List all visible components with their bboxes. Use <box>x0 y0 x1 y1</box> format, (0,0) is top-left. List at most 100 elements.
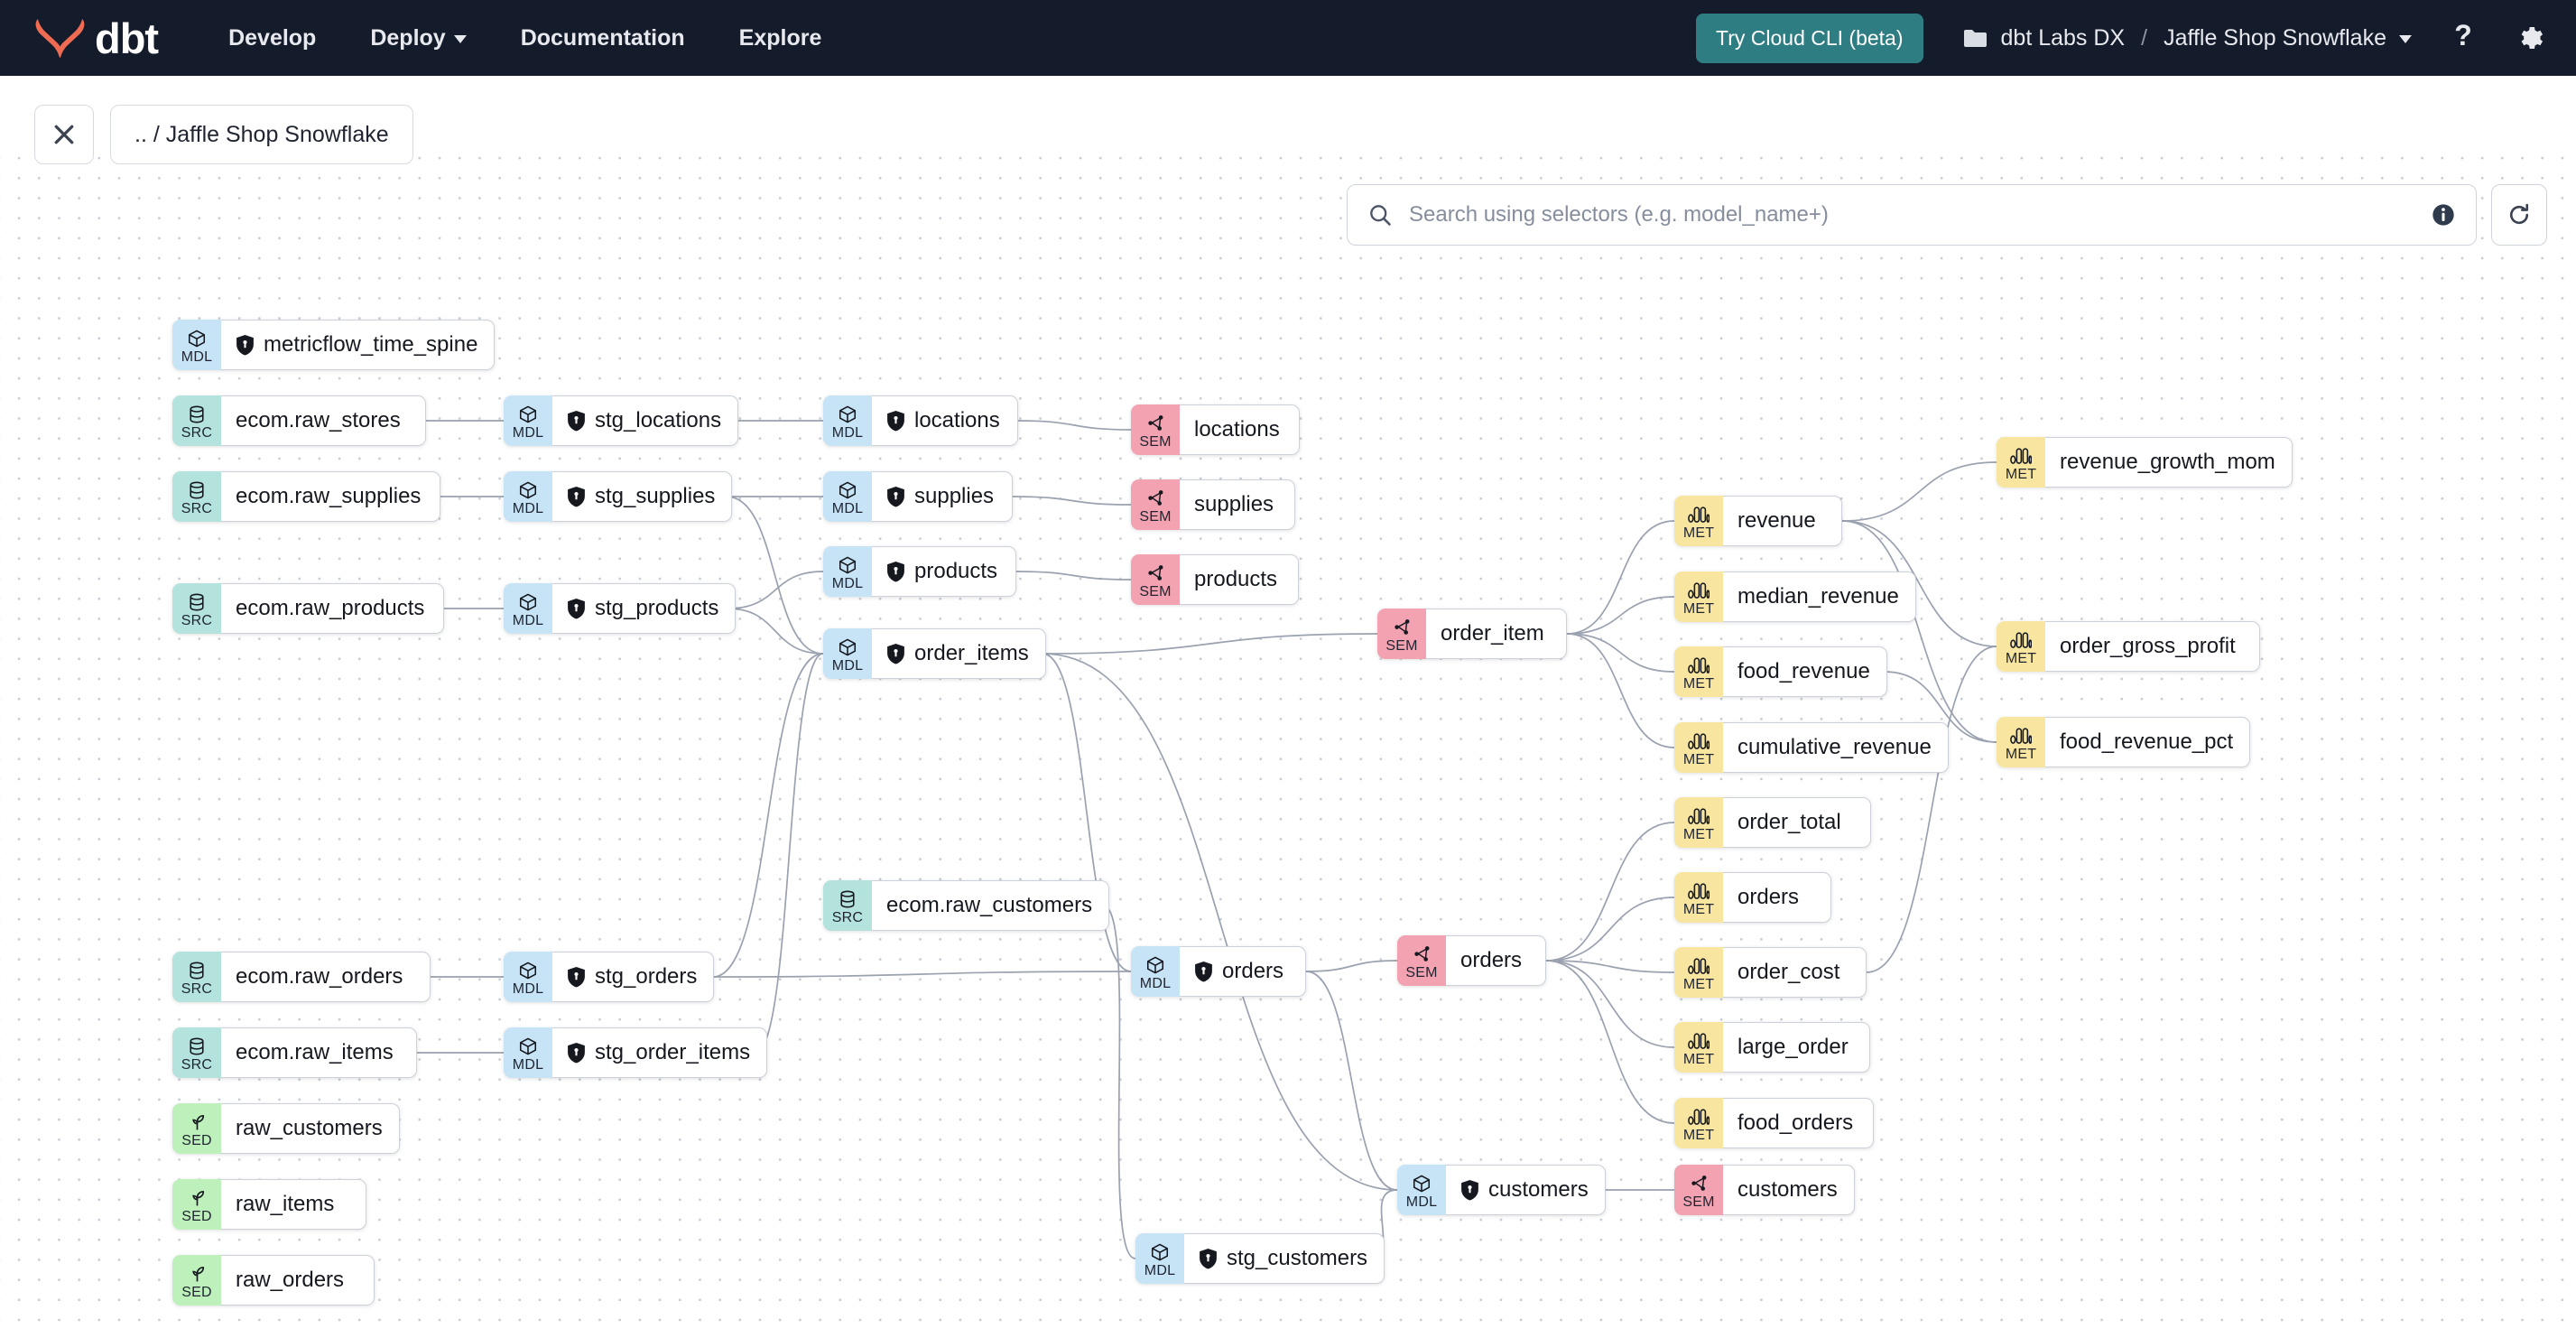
search-input[interactable] <box>1407 201 2431 228</box>
node-body[interactable]: stg_customers <box>1184 1233 1385 1284</box>
node-body[interactable]: locations <box>872 395 1018 446</box>
nav-link-documentation[interactable]: Documentation <box>521 25 685 51</box>
node-body[interactable]: raw_items <box>221 1179 366 1230</box>
node-body[interactable]: raw_customers <box>221 1103 400 1154</box>
node-body[interactable]: order_total <box>1723 797 1871 848</box>
nav-link-documentation-label: Documentation <box>520 24 685 51</box>
try-cloud-cli-button[interactable]: Try Cloud CLI (beta) <box>1696 13 1923 63</box>
lineage-edge <box>1017 420 1132 431</box>
node-body[interactable]: order_items <box>872 628 1046 679</box>
node-body[interactable]: revenue_growth_mom <box>2045 437 2293 488</box>
node-body[interactable]: products <box>1180 554 1299 605</box>
breadcrumb[interactable]: .. / Jaffle Shop Snowflake <box>110 105 413 164</box>
lineage-edge <box>1545 897 1675 962</box>
node-body[interactable]: customers <box>1723 1165 1855 1215</box>
search-bar[interactable] <box>1347 184 2477 246</box>
node-body[interactable]: ecom.raw_stores <box>221 395 426 446</box>
node-body[interactable]: food_revenue_pct <box>2045 717 2251 767</box>
gear-icon[interactable] <box>2515 23 2544 52</box>
node-body[interactable]: supplies <box>1180 479 1295 530</box>
close-button[interactable] <box>34 105 94 164</box>
node-body[interactable]: ecom.raw_products <box>221 583 444 634</box>
question-mark-icon[interactable]: ? <box>2450 23 2477 53</box>
node-type-badge-met: MET <box>1997 437 2045 488</box>
node-body[interactable]: orders <box>1723 872 1831 923</box>
node-body[interactable]: food_orders <box>1723 1098 1874 1148</box>
node-body[interactable]: large_order <box>1723 1022 1870 1073</box>
node-body[interactable]: ecom.raw_orders <box>221 952 431 1002</box>
node-body[interactable]: food_revenue <box>1723 646 1887 697</box>
node-body[interactable]: products <box>872 546 1016 597</box>
node-body[interactable]: customers <box>1446 1165 1606 1215</box>
node-body[interactable]: order_gross_profit <box>2045 621 2260 672</box>
node-body[interactable]: orders <box>1180 946 1306 997</box>
node-body[interactable]: order_cost <box>1723 947 1867 998</box>
node-body[interactable]: cumulative_revenue <box>1723 722 1949 773</box>
info-icon[interactable] <box>2431 202 2456 228</box>
node-body[interactable]: stg_supplies <box>552 471 733 522</box>
node-body[interactable]: revenue <box>1723 496 1842 546</box>
node-body[interactable]: stg_products <box>552 583 737 634</box>
node-body[interactable]: metricflow_time_spine <box>221 320 496 370</box>
node-body[interactable]: stg_locations <box>552 395 739 446</box>
node-body[interactable]: locations <box>1180 404 1300 455</box>
node-body[interactable]: ecom.raw_customers <box>872 880 1110 931</box>
node-body[interactable]: stg_order_items <box>552 1027 768 1078</box>
node-body[interactable]: ecom.raw_items <box>221 1027 417 1078</box>
nav-link-develop[interactable]: Develop <box>228 25 316 51</box>
node-body[interactable]: raw_orders <box>221 1255 375 1305</box>
account-project-breadcrumb[interactable]: dbt Labs DX / Jaffle Shop Snowflake <box>1963 25 2412 51</box>
node-body[interactable]: ecom.raw_supplies <box>221 471 440 522</box>
node-body[interactable]: order_item <box>1426 609 1567 659</box>
node-body[interactable]: stg_orders <box>552 952 715 1002</box>
node-body[interactable]: median_revenue <box>1723 571 1916 622</box>
refresh-button[interactable] <box>2491 184 2547 246</box>
node-body[interactable]: supplies <box>872 471 1013 522</box>
nav-link-deploy[interactable]: Deploy <box>370 25 467 51</box>
dbt-logo[interactable]: dbt <box>32 16 159 60</box>
node-body[interactable]: orders <box>1446 935 1546 986</box>
nav-link-explore[interactable]: Explore <box>739 25 822 51</box>
